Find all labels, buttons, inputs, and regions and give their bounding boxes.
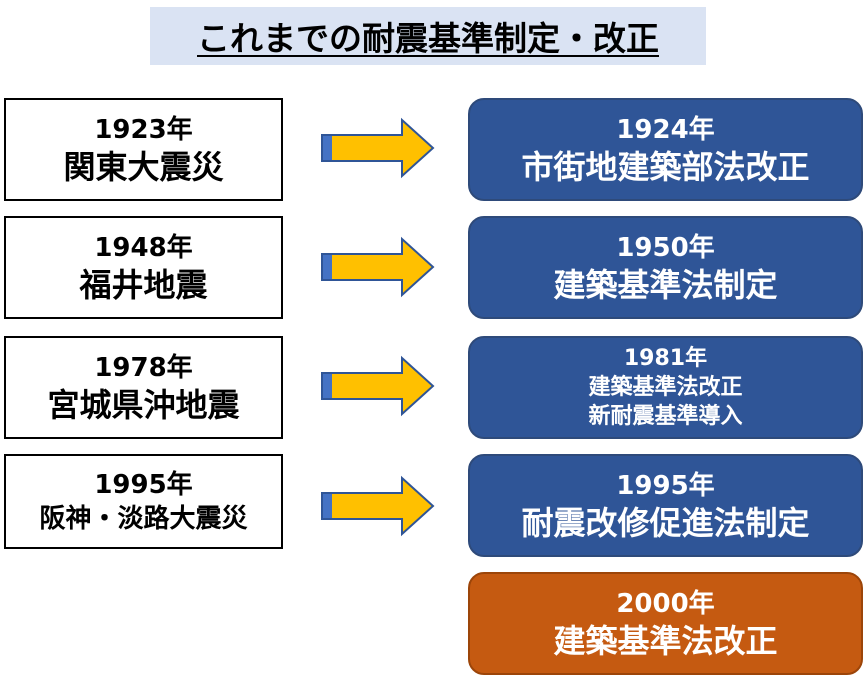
event-year: 1948年 [94,232,193,263]
event-year: 1978年 [94,352,193,383]
law-box-1995: 1995年 耐震改修促進法制定 [468,454,863,557]
event-name: 関東大震災 [63,147,224,186]
law-year: 1995年 [616,470,715,501]
event-box-1978: 1978年 宮城県沖地震 [4,336,283,439]
law-name: 建築基準法制定 [553,265,778,304]
law-line: 建築基準法改正 [588,375,743,400]
event-year: 1995年 [94,469,193,500]
right-arrow-icon [321,236,435,298]
right-arrow-icon [321,117,435,179]
event-box-1995: 1995年 阪神・淡路大震災 [4,454,283,549]
right-arrow-icon [321,475,435,537]
event-name: 福井地震 [79,265,208,304]
event-box-1923: 1923年 関東大震災 [4,98,283,201]
law-year: 2000年 [616,588,715,619]
event-year: 1923年 [94,114,193,145]
law-box-1950: 1950年 建築基準法制定 [468,216,863,319]
law-year: 1924年 [616,114,715,145]
law-year: 1950年 [616,232,715,263]
law-year: 1981年 [623,346,708,371]
law-box-2000: 2000年 建築基準法改正 [468,572,863,675]
event-name: 宮城県沖地震 [47,385,240,424]
law-box-1924: 1924年 市街地建築部法改正 [468,98,863,201]
law-name: 市街地建築部法改正 [521,147,810,186]
law-box-1981: 1981年 建築基準法改正 新耐震基準導入 [468,336,863,439]
right-arrow-icon [321,355,435,417]
event-name: 阪神・淡路大震災 [39,503,248,534]
law-name: 建築基準法改正 [553,621,778,660]
law-line: 新耐震基準導入 [588,404,743,429]
law-name: 耐震改修促進法制定 [521,503,810,542]
page-title: これまでの耐震基準制定・改正 [150,7,706,65]
event-box-1948: 1948年 福井地震 [4,216,283,319]
